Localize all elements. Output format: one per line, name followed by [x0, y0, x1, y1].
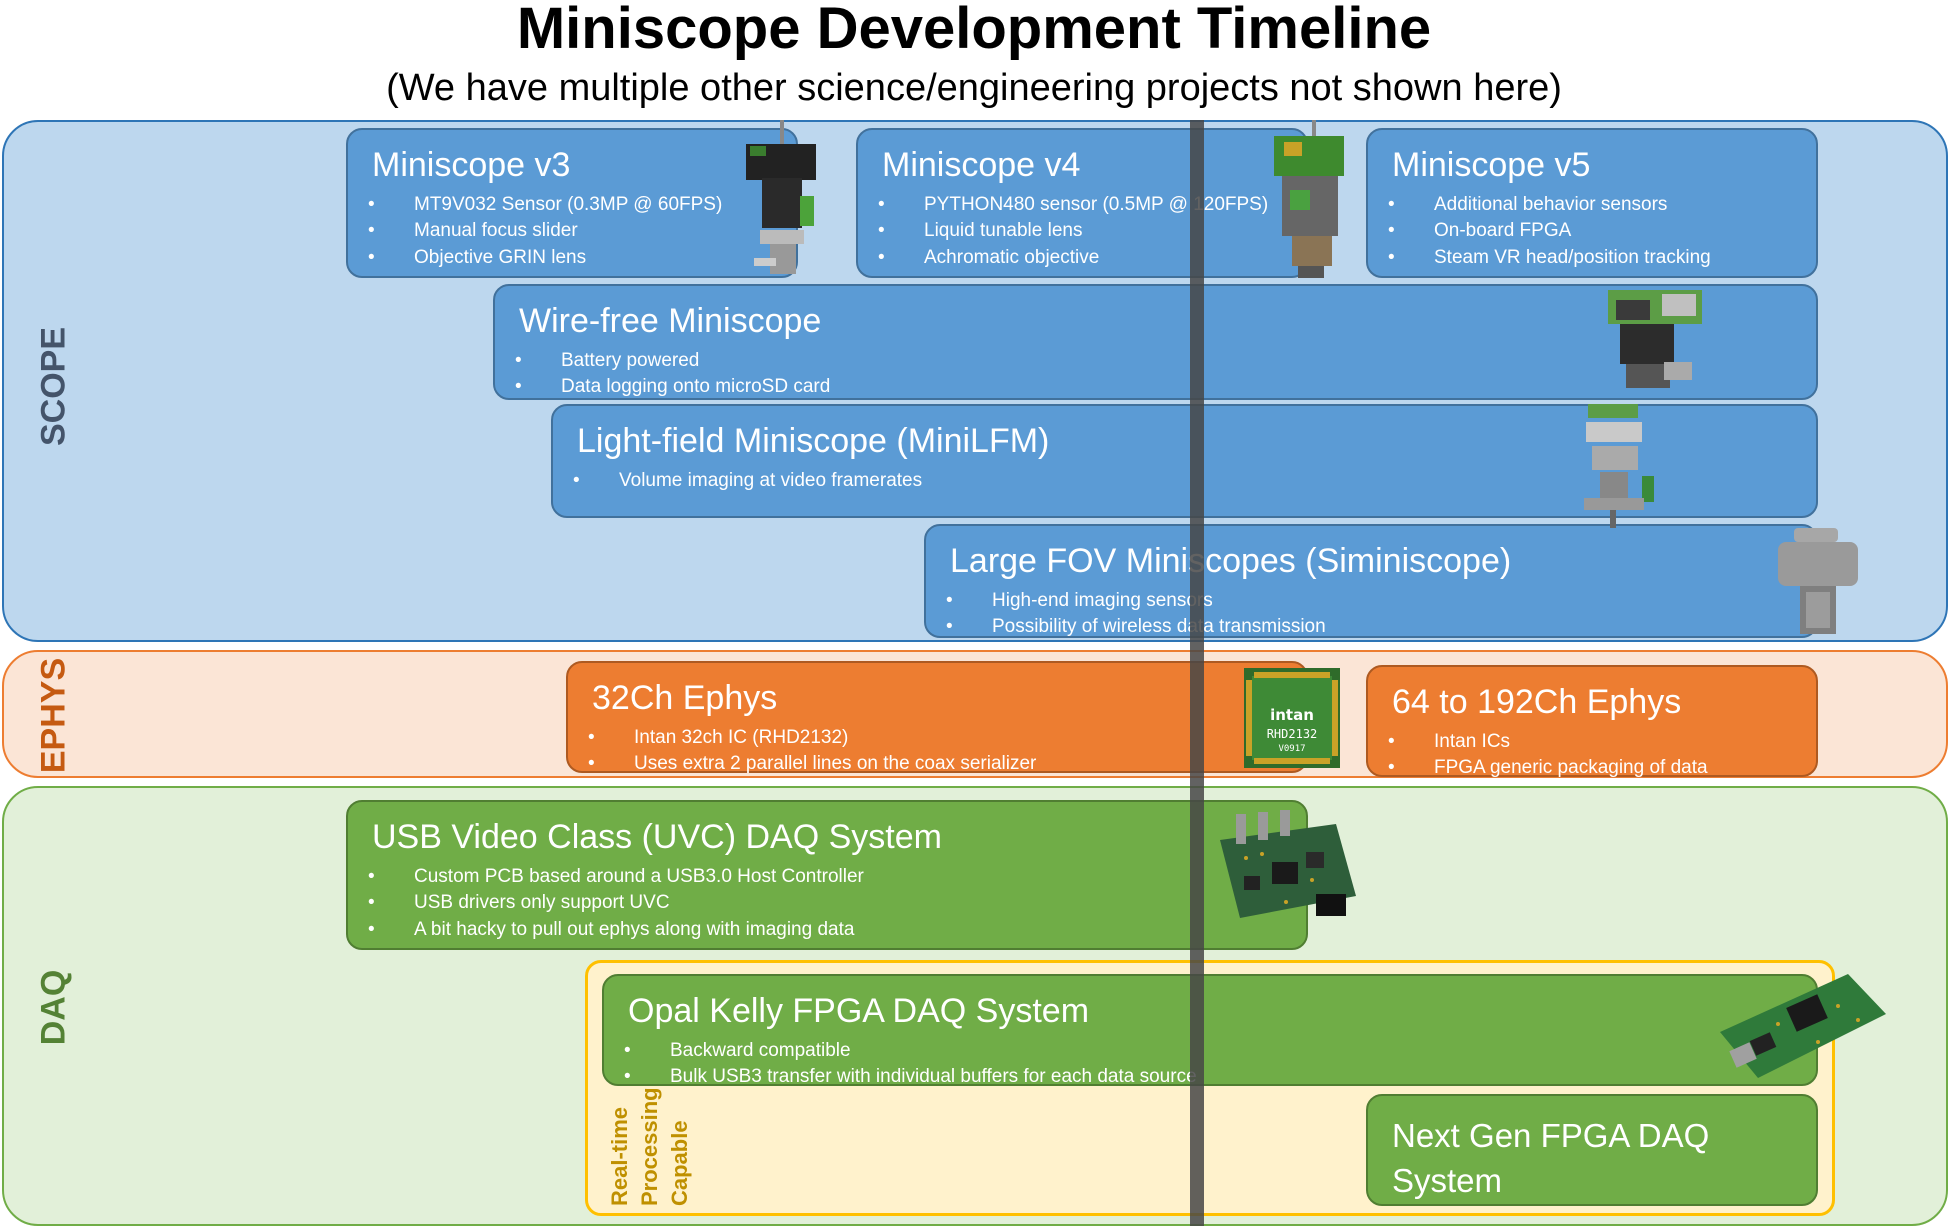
miniscope-v4-render-icon: [1274, 120, 1344, 278]
card-title: Miniscope v4: [882, 146, 1081, 184]
bullet-item: Backward compatible: [624, 1038, 1796, 1065]
card-uvc-daq: USB Video Class (UVC) DAQ System Custom …: [346, 800, 1308, 950]
opal-kelly-board-photo-icon: [1720, 974, 1886, 1078]
bullet-item: Custom PCB based around a USB3.0 Host Co…: [368, 864, 1286, 891]
wire-free-miniscope-render-icon: [1608, 290, 1702, 388]
bullet-item: Steam VR head/position tracking: [1388, 245, 1796, 272]
uvc-daq-pcb-photo-icon: [1220, 810, 1356, 918]
card-miniscope-v4: Miniscope v4 PYTHON480 sensor (0.5MP @ 1…: [856, 128, 1308, 278]
card-wire-free-miniscope: Wire-free Miniscope Battery powered Data…: [493, 284, 1818, 400]
bullet-item: Intan ICs: [1388, 729, 1796, 756]
intan-chip-photo-icon: intan RHD2132 V0917: [1244, 668, 1340, 768]
card-title: Miniscope v5: [1392, 146, 1591, 184]
bullet-item: A bit hacky to pull out ephys along with…: [368, 917, 1286, 944]
ephys-region-label: EPHYS: [34, 657, 73, 774]
bullet-item: Liquid tunable lens: [878, 218, 1286, 245]
bullet-item: Manual focus slider: [368, 218, 776, 245]
chip-code: V0917: [1278, 744, 1305, 754]
bullet-item: USB drivers only support UVC: [368, 890, 1286, 917]
scope-region-label: SCOPE: [34, 326, 73, 447]
card-title: Wire-free Miniscope: [519, 302, 822, 340]
card-opal-kelly-daq: Opal Kelly FPGA DAQ System Backward comp…: [602, 974, 1818, 1090]
realtime-label-line1: Real-time: [607, 1106, 632, 1206]
page-subtitle: (We have multiple other science/engineer…: [386, 67, 1562, 109]
card-miniscope-v3: Miniscope v3 MT9V032 Sensor (0.3MP @ 60F…: [346, 128, 798, 278]
bullet-item: On-board FPGA: [1388, 218, 1796, 245]
realtime-label-line3: Capable: [667, 1120, 692, 1206]
bullet-item: Battery powered: [515, 348, 1796, 375]
card-title: Miniscope v3: [372, 146, 571, 184]
bullet-item: FPGA generic packaging of data: [1388, 755, 1796, 782]
realtime-label-line2: Processing: [637, 1087, 662, 1206]
card-title: Opal Kelly FPGA DAQ System: [628, 992, 1090, 1030]
bullet-item: Intan 32ch IC (RHD2132): [588, 725, 1286, 752]
bullet-item: MT9V032 Sensor (0.3MP @ 60FPS): [368, 192, 776, 219]
card-32ch-ephys: 32Ch Ephys Intan 32ch IC (RHD2132) Uses …: [566, 661, 1308, 777]
card-title: 32Ch Ephys: [592, 679, 778, 717]
miniscope-v3-render-icon: [746, 120, 816, 274]
bullet-item: PYTHON480 sensor (0.5MP @ 120FPS): [878, 192, 1286, 219]
chip-brand: intan: [1270, 706, 1314, 724]
current-time-line: [1190, 120, 1204, 1226]
card-title: Large FOV Miniscopes (Siminiscope): [950, 542, 1512, 580]
bullet-item: Achromatic objective: [878, 245, 1286, 272]
bullet-item: Additional behavior sensors: [1388, 192, 1796, 219]
bullet-item: Objective GRIN lens: [368, 245, 776, 272]
card-miniscope-v5: Miniscope v5 Additional behavior sensors…: [1366, 128, 1818, 278]
bullet-item: High-end imaging sensors: [946, 588, 1796, 615]
card-next-gen-fpga-daq: Next Gen FPGA DAQ System: [1366, 1094, 1818, 1206]
siminiscope-render-icon: [1778, 528, 1858, 634]
bullet-item: Bulk USB3 transfer with individual buffe…: [624, 1064, 1796, 1091]
daq-region-label: DAQ: [34, 969, 73, 1046]
chip-model: RHD2132: [1267, 727, 1318, 741]
bullet-item: Possibility of wireless data transmissio…: [946, 614, 1796, 641]
card-title: USB Video Class (UVC) DAQ System: [372, 818, 942, 856]
card-64-192ch-ephys: 64 to 192Ch Ephys Intan ICs FPGA generic…: [1366, 665, 1818, 781]
page-title: Miniscope Development Timeline: [516, 0, 1432, 61]
bullet-item: Data logging onto microSD card: [515, 374, 1796, 401]
bullet-item: Volume imaging at video framerates: [573, 468, 1796, 495]
minilfm-render-icon: [1584, 404, 1654, 528]
card-siminiscope: Large FOV Miniscopes (Siminiscope) High-…: [924, 524, 1818, 641]
card-title: Light-field Miniscope (MiniLFM): [577, 422, 1050, 460]
card-title: 64 to 192Ch Ephys: [1392, 683, 1682, 721]
bullet-item: Uses extra 2 parallel lines on the coax …: [588, 751, 1286, 778]
card-title: Next Gen FPGA DAQ System: [1392, 1117, 1710, 1199]
